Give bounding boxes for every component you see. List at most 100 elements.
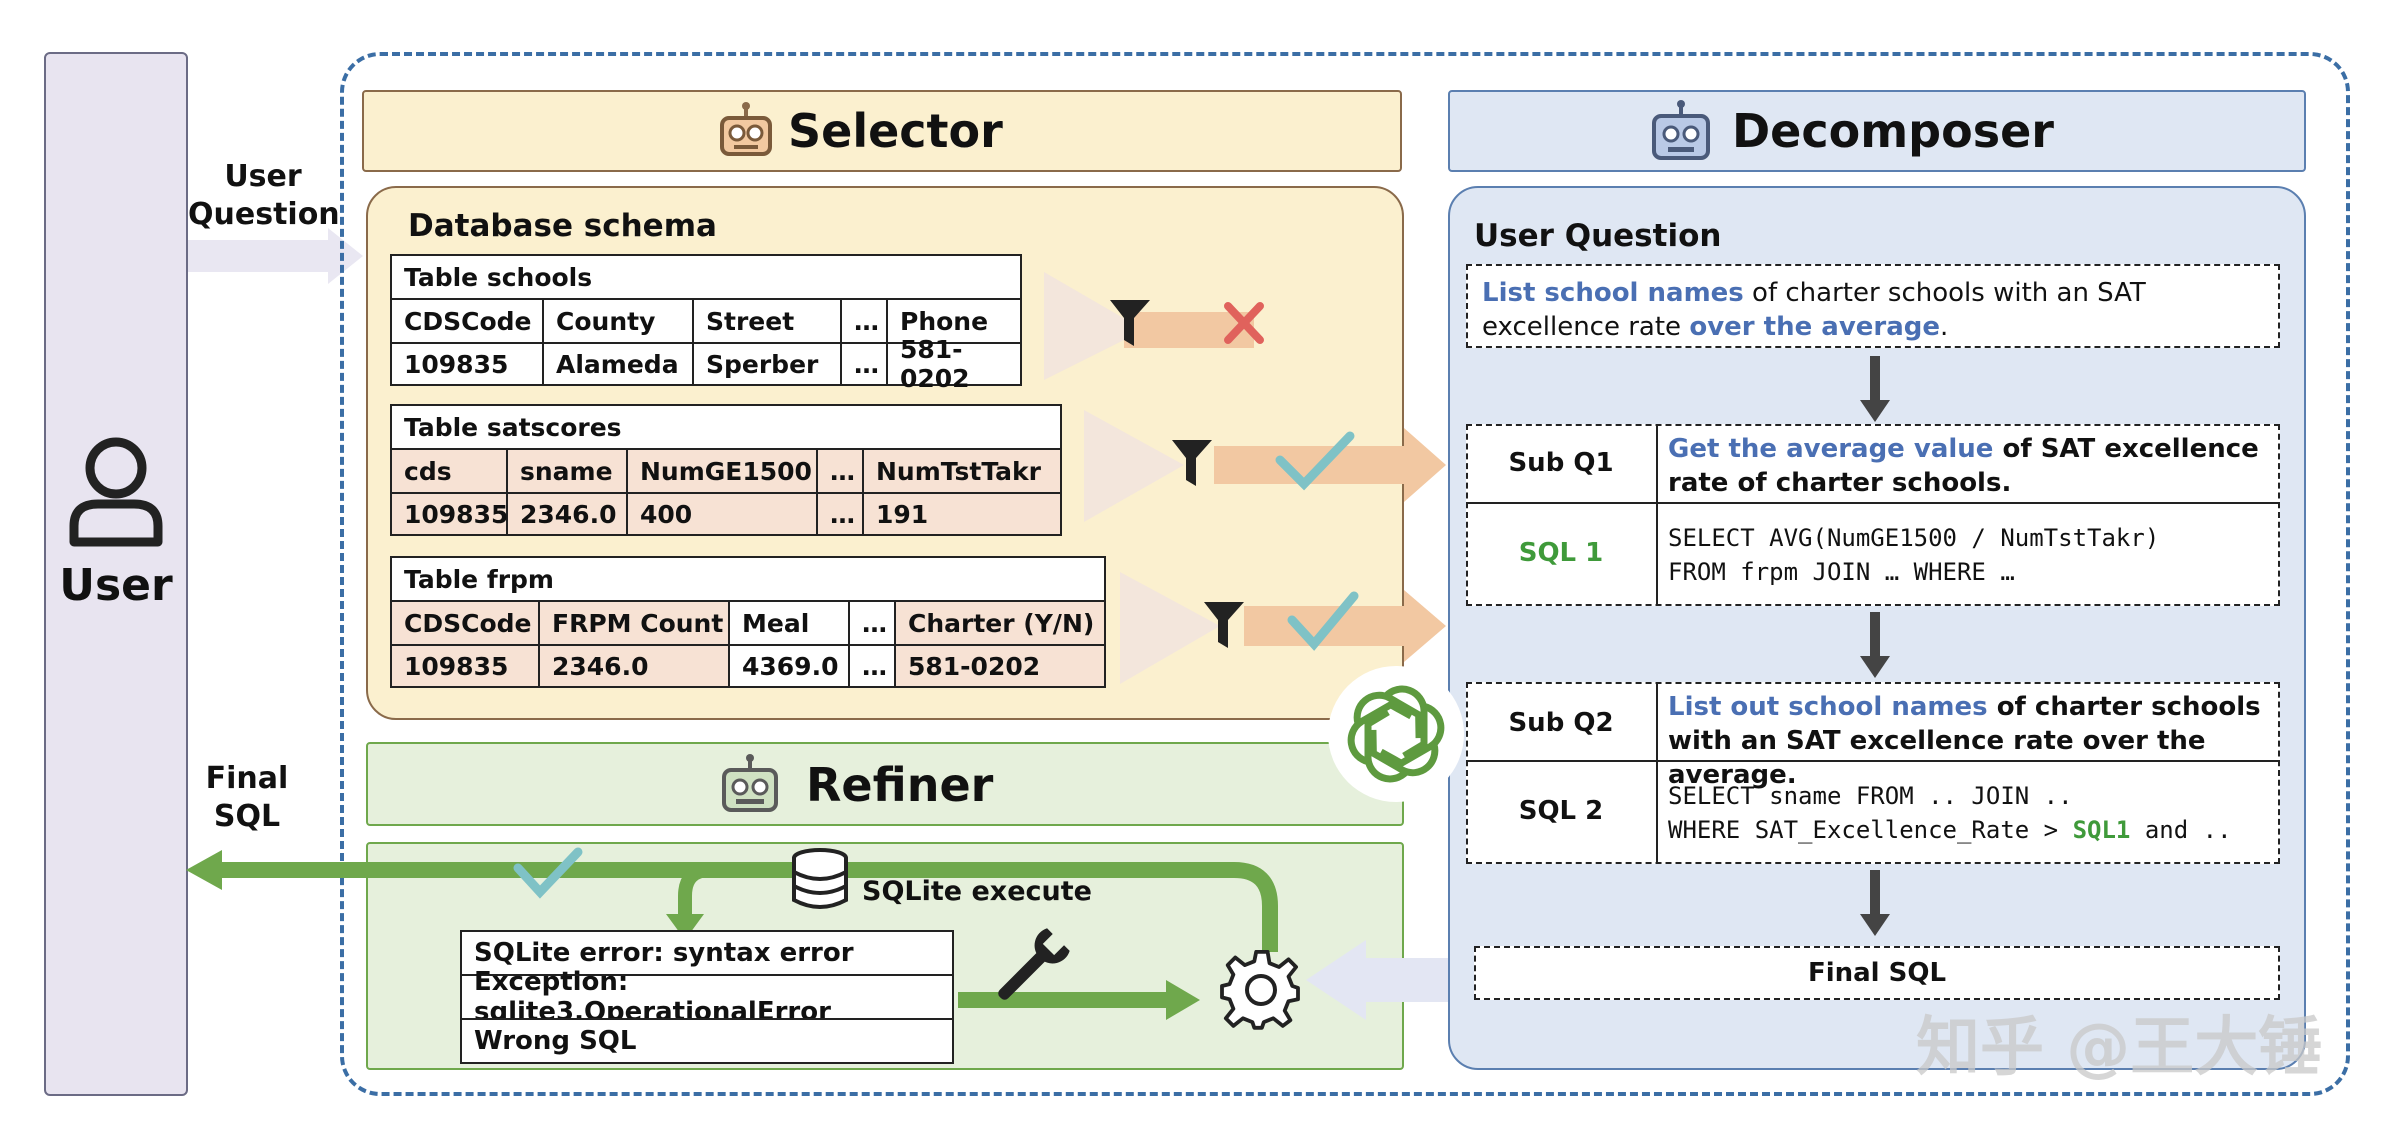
error-branch-arrowhead [666,914,704,940]
subq2-divider-v [1656,682,1658,864]
final-sql-box: Final SQL [1474,946,2280,1000]
watermark: 知乎 @王大锤 [1916,1011,2323,1085]
table-cell: … [818,494,864,536]
final-sql-arrowhead [186,850,222,890]
gear-icon [1220,950,1300,1030]
user-panel [44,52,188,1096]
table-cell: County [544,298,694,344]
user-question-arrow [188,228,363,284]
sqlite-execute-label: SQLite execute [862,876,1092,907]
error-line: Wrong SQL [460,1018,954,1064]
check-icon [1275,431,1355,491]
table-header-row: cds sname NumGE1500 … NumTstTakr [390,448,1062,494]
question-highlight: over the average [1689,312,1941,342]
robot-icon [720,102,772,156]
question-text: . [1940,312,1949,342]
sql1-line1: SELECT AVG(NumGE1500 / NumTstTakr) [1668,524,2160,552]
table-cell: 2346.0 [508,494,628,536]
question-text: of charter schools with an SAT excellenc… [1482,278,2146,342]
filter-icon [1110,300,1150,346]
sql1-line2: FROM frpm JOIN … WHERE … [1668,558,2015,586]
table-cell: sname [508,448,628,494]
subq1-block [1466,424,2280,606]
decomposer-to-refiner-arrow [1306,940,1472,1020]
table-value-row: 109835 2346.0 400 … 191 [390,494,1062,536]
table-name: Table schools [390,254,1022,300]
down-arrow [1860,870,1890,936]
table-cell: 191 [864,494,1062,536]
refiner-flow-graphics [186,847,1278,1020]
table-cell: Sperber [694,344,842,386]
down-arrow [1860,612,1890,678]
question-highlight: List school names [1482,278,1744,308]
table-cell: 2346.0 [540,646,730,688]
subq2-label: Sub Q2 [1508,708,1614,738]
table-cell: … [842,344,888,386]
selected-arrow [1244,590,1446,662]
table-value-row: 109835 Alameda Sperber … 581-0202 [390,335,1022,393]
schema-title: Database schema [408,208,717,244]
robot-icon [1652,100,1710,160]
filter-icon [1172,440,1212,486]
table-cell: … [842,298,888,344]
check-icon [513,847,583,899]
table-cell: Street [694,298,842,344]
selector-header [362,90,1402,172]
fix-arrow [958,992,1168,1008]
decomposer-header [1448,90,2306,172]
down-arrow [1860,356,1890,422]
subq1-divider-v [1656,424,1658,606]
subq2-rest: of charter schools with an SAT excellenc… [1668,692,2261,790]
subq1-text: Get the average value of SAT excellence … [1668,432,2272,500]
subq2-highlight: List out school names [1668,692,1988,722]
check-icon [1287,591,1359,651]
table-cell: Alameda [544,344,694,386]
user-icon [69,437,163,547]
funnel-cone [1044,272,1144,380]
table-cell: CDSCode [390,600,540,646]
table-cell: 109835 [390,646,540,688]
sql2-line2: WHERE SAT_Excellence_Rate > SQL1 and .. [1668,816,2232,844]
sql1-label: SQL 1 [1518,538,1604,568]
main-frame [340,52,2350,1096]
table-header-row: CDSCode County Street … Phone [390,298,1022,344]
selector-filter-graphics [1044,272,1446,684]
funnel-cone [1084,410,1184,522]
subq2-block [1466,682,2280,864]
user-question-label: User Question [188,159,340,232]
robot-icon [722,754,778,812]
selector-title: Selector [788,104,1003,158]
user-label: User [59,560,173,611]
sql2-line2-start: WHERE SAT_Excellence_Rate > [1668,816,2073,844]
error-branch-arrow [678,863,900,916]
table-cell: 109835 [390,344,544,386]
table-cell: Meal [730,600,850,646]
subq1-label: Sub Q1 [1508,448,1614,478]
fix-arrowhead [1166,980,1200,1020]
refiner-header [366,742,1404,826]
subq2-text: List out school names of charter schools… [1668,690,2276,792]
final-sql-arrow-label: Final SQL [205,761,289,834]
table-cell: … [850,646,896,688]
sql2-ref: SQL1 [2072,816,2131,844]
table-cell: … [850,600,896,646]
database-icon [792,848,848,909]
user-question-box: List school names of charter schools wit… [1466,264,2280,348]
table-cell: … [818,448,864,494]
table-cell: NumGE1500 [628,448,818,494]
table-name: Table satscores [390,404,1062,450]
table-cell: FRPM Count [540,600,730,646]
table-cell: cds [390,448,508,494]
funnel-cone [1120,572,1220,684]
user-question-title: User Question [1474,218,1722,254]
openai-logo [1328,666,1464,802]
reject-x-icon [1224,302,1264,344]
table-cell: 581-0202 [888,335,1022,393]
selected-arrow [1214,428,1446,502]
final-sql-arrow [220,862,1278,952]
table-cell: Phone [888,298,1022,344]
subq1-divider-h [1466,502,2280,504]
subq1-highlight: Get the average value [1668,434,1994,464]
subq2-divider-h [1466,760,2280,762]
table-value-row: 109835 2346.0 4369.0 … 581-0202 [390,646,1106,688]
